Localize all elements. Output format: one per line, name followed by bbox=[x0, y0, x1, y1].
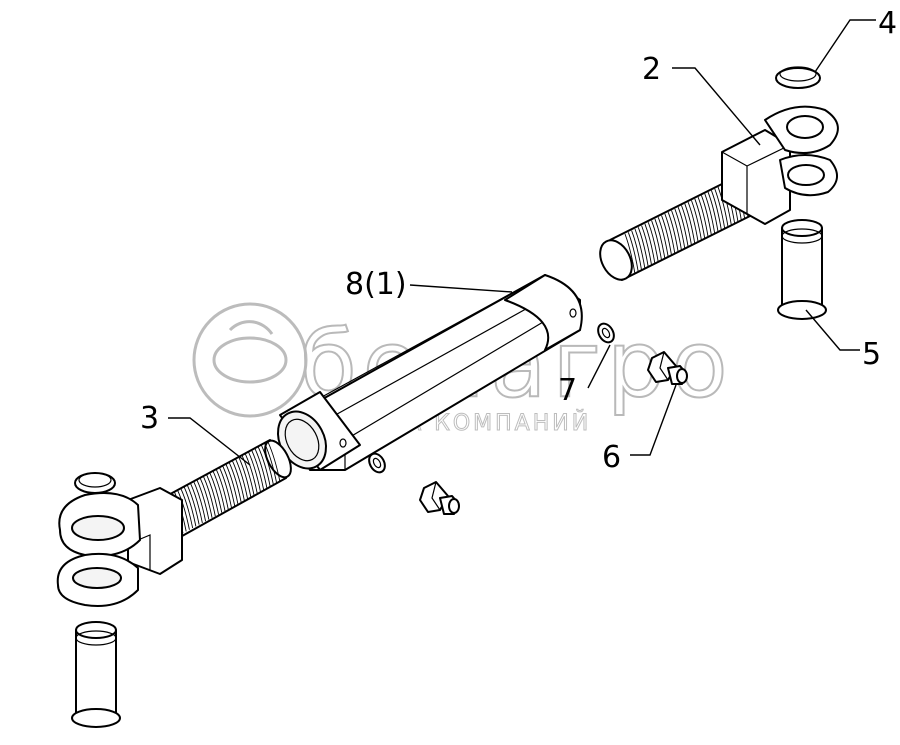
callout-5: 5 bbox=[862, 337, 881, 372]
leader-lines bbox=[168, 19, 876, 466]
callout-6: 6 bbox=[602, 440, 621, 475]
grease-nipple-right bbox=[647, 351, 688, 385]
callout-7: 7 bbox=[558, 373, 577, 408]
retaining-ring-right bbox=[775, 66, 821, 89]
hex-tube bbox=[277, 274, 583, 471]
washer-right bbox=[597, 322, 615, 344]
retaining-ring-left bbox=[74, 472, 116, 494]
grease-nipple-left bbox=[419, 481, 460, 515]
pin-right bbox=[777, 219, 827, 320]
callout-3: 3 bbox=[140, 401, 159, 436]
watermark-logo-icon bbox=[192, 302, 308, 418]
fork-end-right bbox=[599, 105, 839, 281]
callout-8-1: 8(1) bbox=[345, 267, 407, 302]
callout-4: 4 bbox=[878, 6, 897, 41]
callout-labels: 2 4 8(1) 5 7 3 6 bbox=[140, 6, 897, 475]
fork-end-left bbox=[56, 439, 292, 607]
washer-left bbox=[368, 452, 386, 474]
pin-left bbox=[71, 621, 121, 728]
callout-2: 2 bbox=[642, 52, 661, 87]
